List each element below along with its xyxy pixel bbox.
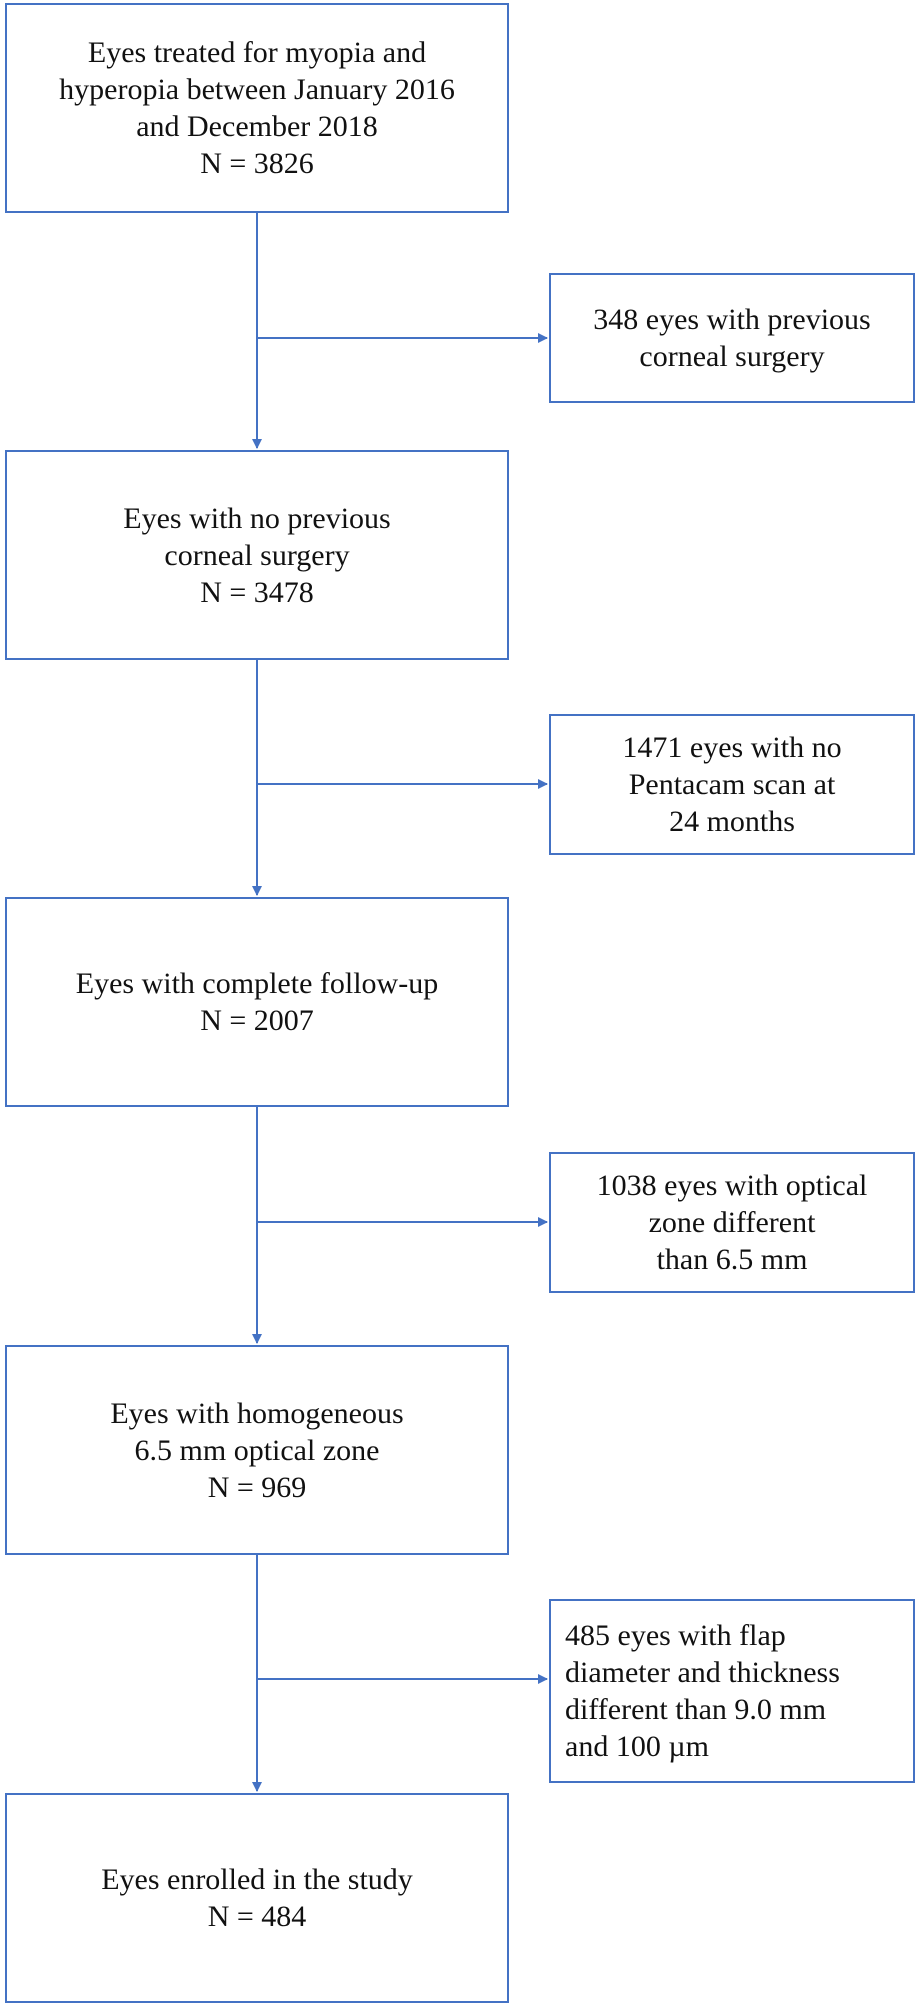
box-count: N = 969 <box>207 1470 307 1504</box>
box-no-previous-surgery: Eyes with no previous corneal surgery N … <box>5 450 509 660</box>
box-count: N = 484 <box>207 1900 307 1933</box>
box-text-line: Eyes enrolled in the study <box>101 1863 413 1896</box>
exclusion-text-line: different than 9.0 mm <box>565 1693 827 1726</box>
exclusion-text-line: 348 eyes with previous <box>593 303 871 336</box>
box-text-line: Eyes with no previous <box>123 501 391 535</box>
box-text-line: Eyes with homogeneous <box>110 1396 404 1430</box>
box-count: N = 3826 <box>200 147 314 180</box>
box-eyes-treated: Eyes treated for myopia and hyperopia be… <box>5 3 509 213</box>
box-count: N = 3478 <box>200 575 314 609</box>
box-text-line: and December 2018 <box>136 110 378 143</box>
box-count: N = 2007 <box>200 1004 314 1037</box>
exclusion-text-line: 485 eyes with flap <box>565 1619 786 1652</box>
exclusion-text-line: 1038 eyes with optical <box>596 1169 868 1202</box>
box-complete-follow-up: Eyes with complete follow-up N = 2007 <box>5 897 509 1107</box>
exclusion-box-optical-zone: 1038 eyes with optical zone different th… <box>549 1152 915 1293</box>
exclusion-text-line: 24 months <box>669 805 795 838</box>
exclusion-text-line: diameter and thickness <box>565 1656 840 1689</box>
exclusion-text-line: corneal surgery <box>639 340 825 373</box>
exclusion-text-line: and 100 µm <box>565 1730 709 1763</box>
exclusion-box-flap-parameters: 485 eyes with flap diameter and thicknes… <box>549 1599 915 1783</box>
exclusion-text-line: than 6.5 mm <box>656 1243 808 1276</box>
box-text-line: Eyes treated for myopia and <box>87 36 427 69</box>
box-text-line: Eyes with complete follow-up <box>75 967 439 1000</box>
exclusion-box-no-pentacam: 1471 eyes with no Pentacam scan at 24 mo… <box>549 714 915 855</box>
box-enrolled: Eyes enrolled in the study N = 484 <box>5 1793 509 2003</box>
exclusion-box-previous-surgery: 348 eyes with previous corneal surgery <box>549 273 915 403</box>
box-text-line: 6.5 mm optical zone <box>134 1433 380 1467</box>
box-text-line: corneal surgery <box>164 538 350 572</box>
exclusion-text-line: zone different <box>648 1206 816 1239</box>
exclusion-text-line: Pentacam scan at <box>628 768 836 801</box>
exclusion-text-line: 1471 eyes with no <box>622 731 842 764</box>
box-homogeneous-optical-zone: Eyes with homogeneous 6.5 mm optical zon… <box>5 1345 509 1555</box>
box-text-line: hyperopia between January 2016 <box>59 73 455 106</box>
